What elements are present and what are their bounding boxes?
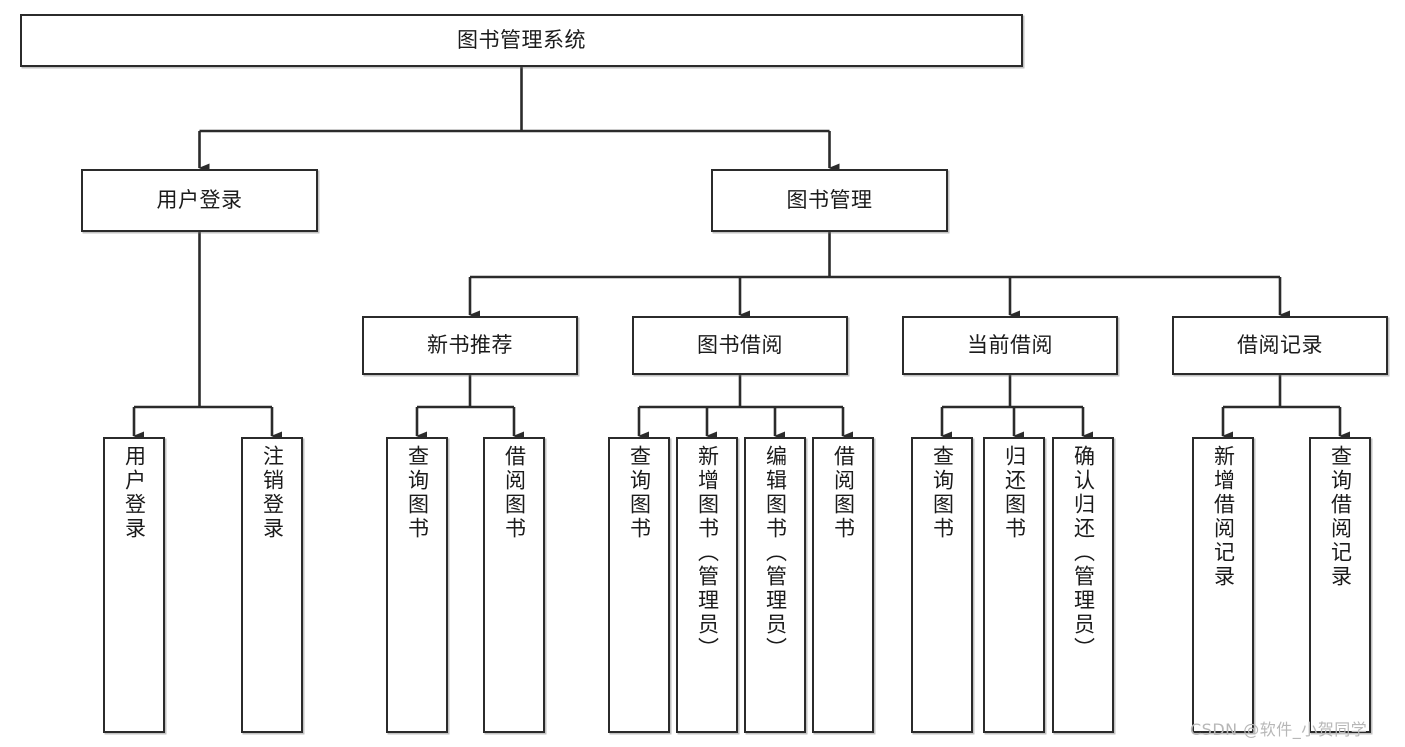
node-label-leaf-query-book-2: 查询图书 [627,445,652,541]
node-leaf-borrow-book-1[interactable]: 借阅图书 [483,437,545,733]
node-label-newbook: 新书推荐 [427,332,513,357]
node-label-leaf-user-login: 用户登录 [122,445,147,541]
node-newbook[interactable]: 新书推荐 [362,316,578,375]
node-leaf-user-login[interactable]: 用户登录 [103,437,165,733]
node-label-leaf-query-book-1: 查询图书 [405,445,430,541]
node-label-current: 当前借阅 [967,332,1053,357]
node-leaf-query-book-1[interactable]: 查询图书 [386,437,448,733]
node-label-root: 图书管理系统 [457,27,586,52]
node-label-leaf-edit-book: 编辑图书（管理员） [763,445,788,661]
node-bookmgmt[interactable]: 图书管理 [711,169,948,232]
node-leaf-query-book-3[interactable]: 查询图书 [911,437,973,733]
node-label-leaf-return-book: 归还图书 [1002,445,1027,541]
node-label-login: 用户登录 [156,187,243,212]
node-root[interactable]: 图书管理系统 [20,14,1023,67]
node-label-records: 借阅记录 [1237,332,1323,357]
node-records[interactable]: 借阅记录 [1172,316,1388,375]
node-leaf-query-record[interactable]: 查询借阅记录 [1309,437,1371,733]
node-leaf-add-record[interactable]: 新增借阅记录 [1192,437,1254,733]
node-borrow[interactable]: 图书借阅 [632,316,848,375]
node-leaf-add-book[interactable]: 新增图书（管理员） [676,437,738,733]
node-leaf-edit-book[interactable]: 编辑图书（管理员） [744,437,806,733]
node-label-leaf-confirm-return: 确认归还（管理员） [1071,445,1096,661]
node-label-leaf-logout: 注销登录 [260,445,285,541]
node-label-leaf-query-book-3: 查询图书 [930,445,955,541]
node-leaf-query-book-2[interactable]: 查询图书 [608,437,670,733]
node-label-leaf-borrow-book-1: 借阅图书 [502,445,527,541]
connector-group [132,67,1350,441]
node-leaf-return-book[interactable]: 归还图书 [983,437,1045,733]
node-login[interactable]: 用户登录 [81,169,318,232]
node-current[interactable]: 当前借阅 [902,316,1118,375]
node-leaf-confirm-return[interactable]: 确认归还（管理员） [1052,437,1114,733]
node-leaf-logout[interactable]: 注销登录 [241,437,303,733]
node-label-borrow: 图书借阅 [697,332,783,357]
node-leaf-borrow-book-2[interactable]: 借阅图书 [812,437,874,733]
node-label-leaf-borrow-book-2: 借阅图书 [831,445,856,541]
csdn-watermark: CSDN @软件_小贺同学 [1190,720,1368,739]
node-label-leaf-add-record: 新增借阅记录 [1211,445,1236,589]
node-label-bookmgmt: 图书管理 [786,187,873,212]
node-label-leaf-query-record: 查询借阅记录 [1328,445,1353,589]
node-label-leaf-add-book: 新增图书（管理员） [695,445,720,661]
